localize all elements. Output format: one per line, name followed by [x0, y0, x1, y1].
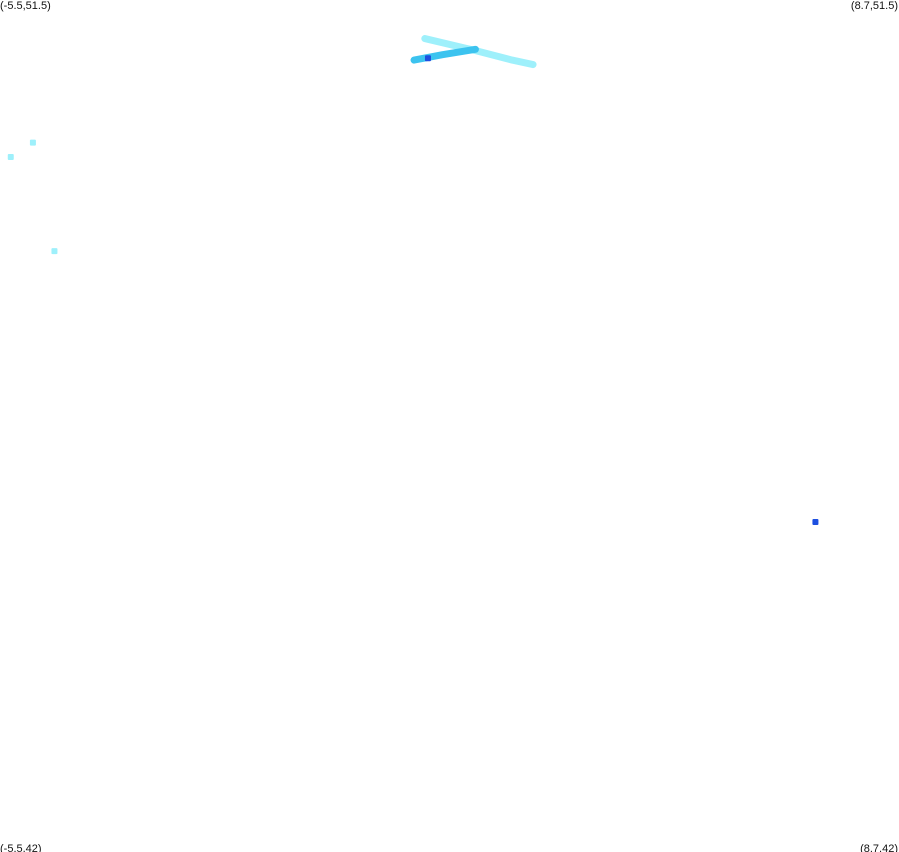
track-medium — [410, 45, 479, 64]
corner-label-top-left: (-5.5,51.5) — [0, 0, 51, 12]
point-2 — [7, 153, 14, 160]
point-4 — [812, 518, 819, 525]
track-light — [421, 35, 537, 69]
corner-label-bottom-right: (8.7,42) — [860, 843, 898, 852]
point-3 — [51, 248, 58, 255]
point-5 — [424, 55, 431, 62]
corner-label-bottom-left: (-5.5,42) — [0, 843, 42, 852]
corner-label-top-right: (8.7,51.5) — [850, 0, 898, 12]
point-1 — [29, 139, 36, 146]
